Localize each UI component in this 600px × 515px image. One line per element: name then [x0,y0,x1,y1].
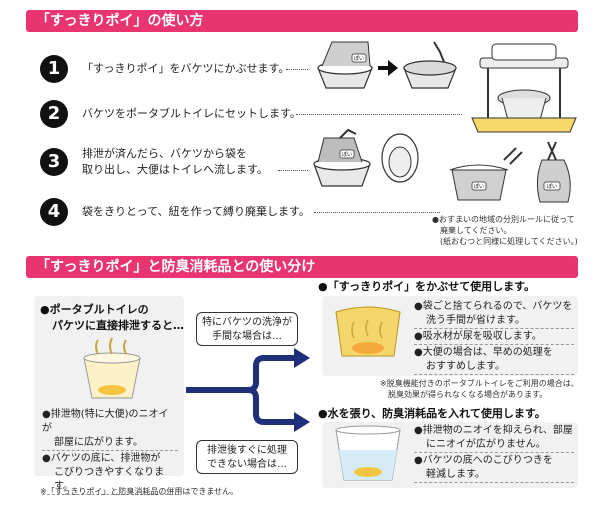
bag-use-bullet: ●大便の場合は、早めの処理を おすすめします。 [414,346,574,375]
direct-use-heading-line1: ●ポータブルトイレの [40,303,149,316]
combined-use-footnote: ※「すっきりポイ」と防臭消耗品の併用はできません。 [40,487,239,496]
step-4-illustration: ぽい ぽい [449,141,571,203]
bag-use-bullet: ●袋ごと捨てられるので、バケツを 洗う手間が省けます。 [414,300,574,329]
tied-bag-icon [536,141,571,203]
step-4-leader [314,212,440,213]
arrow-up-right-icon [186,355,296,393]
step-1-number: 1 [40,55,68,83]
disposal-note-line3: (紙おむつと同様に処理してください。) [440,237,578,246]
deodorizer-note: ※脱臭機能付きのポータブルトイレをご利用の場合は、 脱臭効果が得られなくなる場合… [380,379,579,399]
bucket-wash-bubble: 特にバケツの洗浄が 手間な場合は… [196,312,298,346]
step-3-illustration: ぽい [313,128,419,187]
step-4-text: 袋をきりとって、紐を作って縛り廃棄します。 [82,205,310,218]
bag-label: ぽい [354,55,364,62]
step-1-text: 「すっきりポイ」をバケツにかぶせます。 [82,62,290,75]
bag-label: ぽい [547,183,557,190]
section2-title-bar: 「すっきりポイ」と防臭消耗品との使い分け [26,256,578,278]
water-use-bullet: ●バケツの底へのこびりつきを 軽減します。 [414,454,574,483]
bucket-with-bag-icon [403,41,457,89]
delayed-disposal-bubble: 排泄後すぐに処理 できない場合は… [196,440,298,474]
step-3-text-line1: 排泄が済んだら、バケツから袋を [82,147,247,160]
arrow-right-icon [378,60,398,76]
smelly-bucket-icon [83,337,141,399]
bag-label: ぽい [342,151,352,158]
bag-label: ぽい [474,183,484,190]
step-3-text-line2: 取り出し、大便はトイレへ流します。 [82,163,268,176]
step-2-text: バケツをポータブルトイレにセットします。 [82,107,301,120]
direct-use-bucket-illustration [83,337,141,399]
bag-over-bucket-icon [317,41,373,89]
direct-use-bullet: ●バケツの底に、排泄物が こびりつきやすくなります。 [42,452,178,495]
section2-title: 「すっきりポイ」と防臭消耗品との使い分け [36,259,316,275]
step-2-leader [296,114,462,115]
direct-use-bullet: ●排泄物(特に大便)のニオイが 部屋に広がります。 [42,408,178,451]
remove-bag-icon [313,128,371,187]
step-1-illustration: ぽい [317,41,457,89]
portable-toilet-illustration [471,43,577,133]
arrow-down-right-icon [186,387,296,425]
disposal-note-line2: 廃棄してください。 [440,226,512,235]
direct-use-bullets: ●排泄物(特に大便)のニオイが 部屋に広がります。 ●バケツの底に、排泄物が こ… [42,408,178,496]
disposal-note-line1: ●おすまいの地域の分別ルールに従って [432,215,575,224]
disposal-note: ●おすまいの地域の分別ルールに従って 廃棄してください。 (紙おむつと同様に処理… [432,214,578,247]
step-3-leader [278,170,308,171]
section1-title: 「すっきりポイ」の使い方 [36,13,204,29]
water-use-bullets: ●排泄物のニオイを抑えられ、部屋 にニオイが広がりません。 ●バケツの底へのこび… [414,424,574,484]
step-1-leader [286,69,308,70]
step-4-number: 4 [40,198,68,226]
bucket-with-yellow-bag-icon [335,306,401,357]
step-3-number: 3 [40,148,68,176]
flush-toilet-icon [381,133,419,183]
bag-use-bucket-illustration [335,306,401,357]
branch-arrows [186,348,310,432]
section1-title-bar: 「すっきりポイ」の使い方 [26,10,578,32]
water-use-heading: ●水を張り、防臭消耗品を入れて使用します。 [318,407,546,420]
direct-use-heading-line2: パケツに直接排泄すると… [52,319,184,332]
cut-bag-icon [449,147,523,201]
portable-toilet-icon [471,43,577,133]
bucket-with-water-icon [335,425,401,481]
water-use-bucket-illustration [335,425,401,481]
bag-use-heading: ●「すっきりポイ」をかぶせて使用します。 [318,280,536,293]
bag-use-bullet: ●吸水材が尿を吸収します。 [414,330,574,345]
step-2-number: 2 [40,100,68,128]
bag-use-bullets: ●袋ごと捨てられるので、バケツを 洗う手間が省けます。 ●吸水材が尿を吸収します… [414,300,574,376]
water-use-bullet: ●排泄物のニオイを抑えられ、部屋 にニオイが広がりません。 [414,424,574,453]
